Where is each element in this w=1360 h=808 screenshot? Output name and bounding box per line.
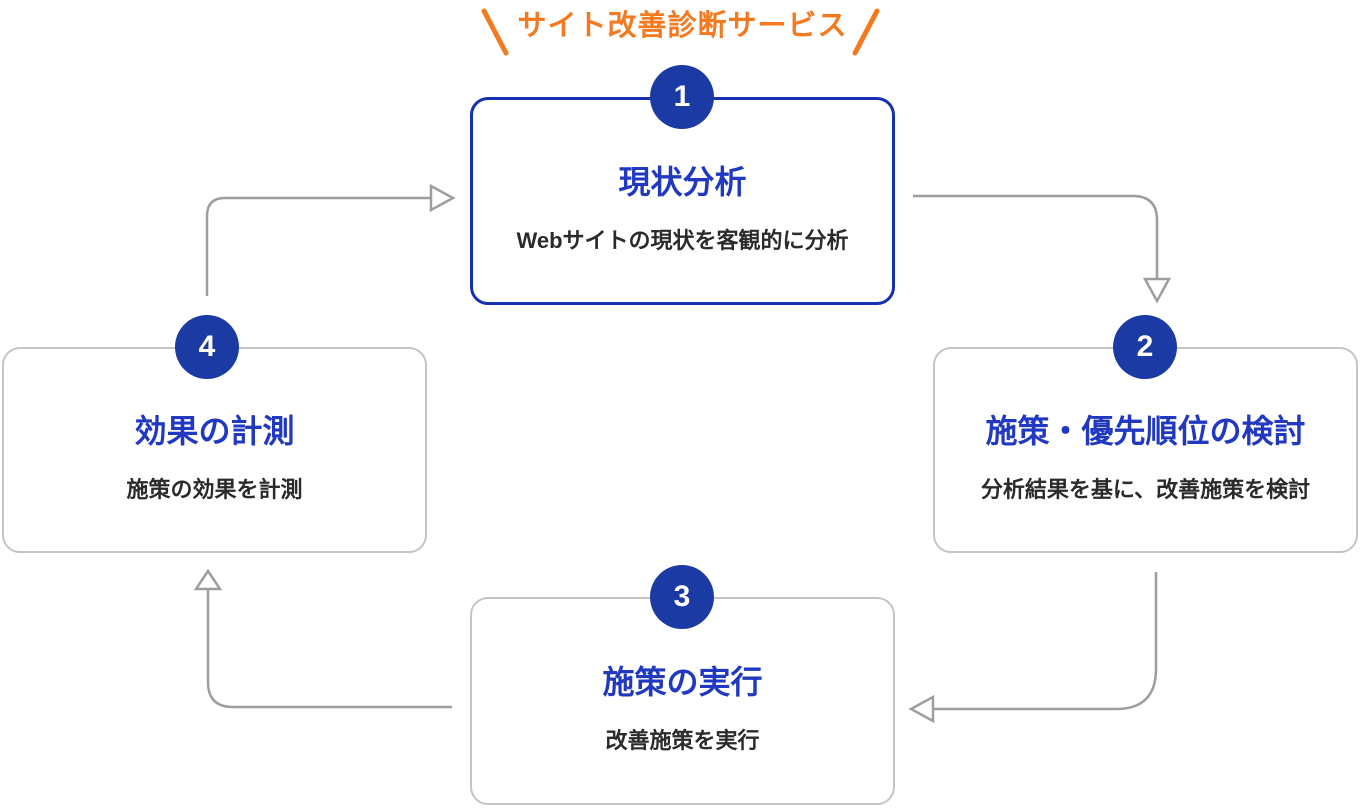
arrow-step4-to-step1-icon	[205, 183, 456, 296]
step-description: 施策の効果を計測	[126, 477, 303, 502]
step-number-badge: 2	[1113, 315, 1177, 379]
step-number-badge: 4	[175, 315, 239, 379]
diagram-title: サイト改善診断サービス	[517, 10, 848, 42]
step-description: 改善施策を実行	[605, 728, 760, 753]
accent-slash-right-icon	[852, 8, 880, 56]
step-box-3: 施策の実行 改善施策を実行	[470, 597, 895, 805]
arrow-step2-to-step3-icon	[908, 572, 1158, 724]
step-title: 効果の計測	[134, 413, 295, 449]
step-box-1: 現状分析 Webサイトの現状を客観的に分析	[470, 97, 895, 305]
step-title: 現状分析	[618, 164, 747, 200]
step-number-badge: 1	[650, 65, 714, 129]
arrow-step1-to-step2-icon	[913, 194, 1172, 304]
step-number-badge: 3	[650, 565, 714, 629]
step-box-4: 効果の計測 施策の効果を計測	[2, 347, 427, 553]
accent-slash-left-icon	[481, 8, 509, 56]
step-description: 分析結果を基に、改善施策を検討	[980, 477, 1311, 502]
step-box-2: 施策・優先順位の検討 分析結果を基に、改善施策を検討	[933, 347, 1358, 553]
arrow-step3-to-step4-icon	[193, 568, 452, 709]
step-title: 施策の実行	[602, 664, 763, 700]
step-title: 施策・優先順位の検討	[985, 413, 1306, 449]
step-description: Webサイトの現状を客観的に分析	[516, 228, 849, 253]
